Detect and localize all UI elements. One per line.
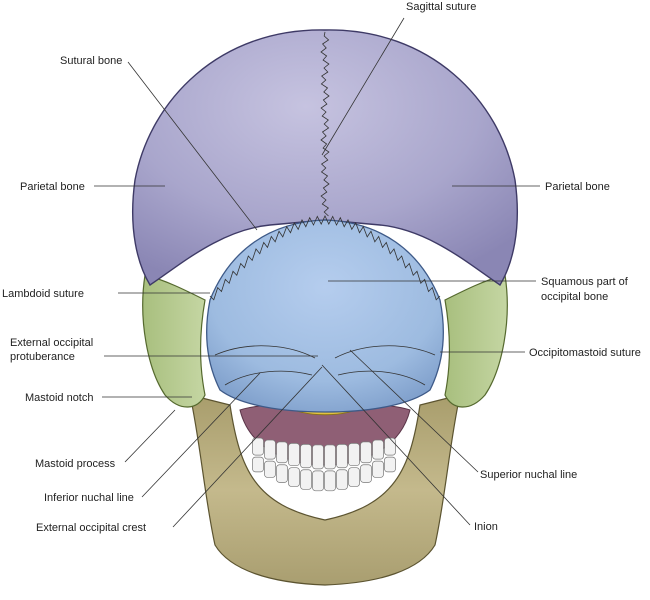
label-sagittal-suture: Sagittal suture [406, 1, 476, 13]
teeth [252, 437, 396, 492]
label-squamous-line1: Squamous part of [541, 276, 629, 288]
tooth-upper [348, 442, 360, 467]
tooth-lower [360, 464, 372, 483]
leader-sutural-bone [127, 61, 258, 231]
sagittal-suture-line [320, 31, 330, 217]
tooth-lower [384, 456, 396, 473]
tooth-upper [360, 441, 372, 464]
label-squamous-line2: occipital bone [541, 291, 608, 303]
lambdoid-suture-line [209, 215, 441, 301]
label-lambdoid-suture: Lambdoid suture [2, 288, 84, 300]
tooth-upper [384, 437, 396, 456]
tooth-lower [300, 469, 312, 490]
tooth-upper [288, 442, 300, 467]
tooth-upper [324, 444, 336, 470]
mandible [189, 394, 461, 586]
tooth-upper [372, 439, 384, 460]
leader-inion [321, 364, 471, 526]
tooth-upper [252, 437, 264, 456]
tooth-lower [336, 469, 348, 490]
label-ext-occ-prot-line2: protuberance [10, 351, 75, 363]
leader-sagittal-suture [321, 17, 405, 156]
leader-mastoid-process [124, 409, 176, 463]
occipital-bone [206, 219, 444, 413]
label-inion: Inion [474, 521, 498, 533]
label-parietal-bone-left: Parietal bone [20, 181, 85, 193]
leader-external-occipital-crest [172, 366, 323, 528]
tooth-upper [336, 444, 348, 469]
tooth-lower [252, 456, 264, 473]
leader-inferior-nuchal-line [141, 372, 261, 498]
superior-nuchal-curve-right [334, 345, 436, 359]
label-occipitomastoid-suture: Occipitomastoid suture [529, 347, 641, 359]
inferior-nuchal-curve-left [224, 370, 313, 386]
superior-nuchal-curve-left [214, 345, 316, 359]
label-parietal-bone-right: Parietal bone [545, 181, 610, 193]
label-sutural-bone: Sutural bone [60, 55, 122, 67]
tooth-lower [348, 467, 360, 487]
tooth-upper [300, 444, 312, 469]
inferior-nuchal-curve-right [337, 370, 426, 386]
tooth-lower [324, 470, 336, 492]
tooth-lower [372, 460, 384, 478]
tooth-lower [312, 470, 324, 492]
tooth-lower [276, 464, 288, 483]
tooth-upper [264, 439, 276, 460]
leader-superior-nuchal-line [349, 349, 479, 473]
tooth-upper [276, 441, 288, 464]
label-mastoid-notch: Mastoid notch [25, 392, 93, 404]
label-ext-occ-prot-line1: External occipital [10, 337, 93, 349]
tooth-lower [264, 460, 276, 478]
tooth-upper [312, 444, 324, 470]
temporal-bone-left [142, 274, 206, 408]
label-inferior-nuchal-line: Inferior nuchal line [44, 492, 134, 504]
label-superior-nuchal-line: Superior nuchal line [480, 469, 577, 481]
tooth-lower [288, 467, 300, 487]
label-external-occipital-crest: External occipital crest [36, 522, 146, 534]
temporal-bone-right [444, 274, 508, 408]
label-mastoid-process: Mastoid process [35, 458, 116, 470]
